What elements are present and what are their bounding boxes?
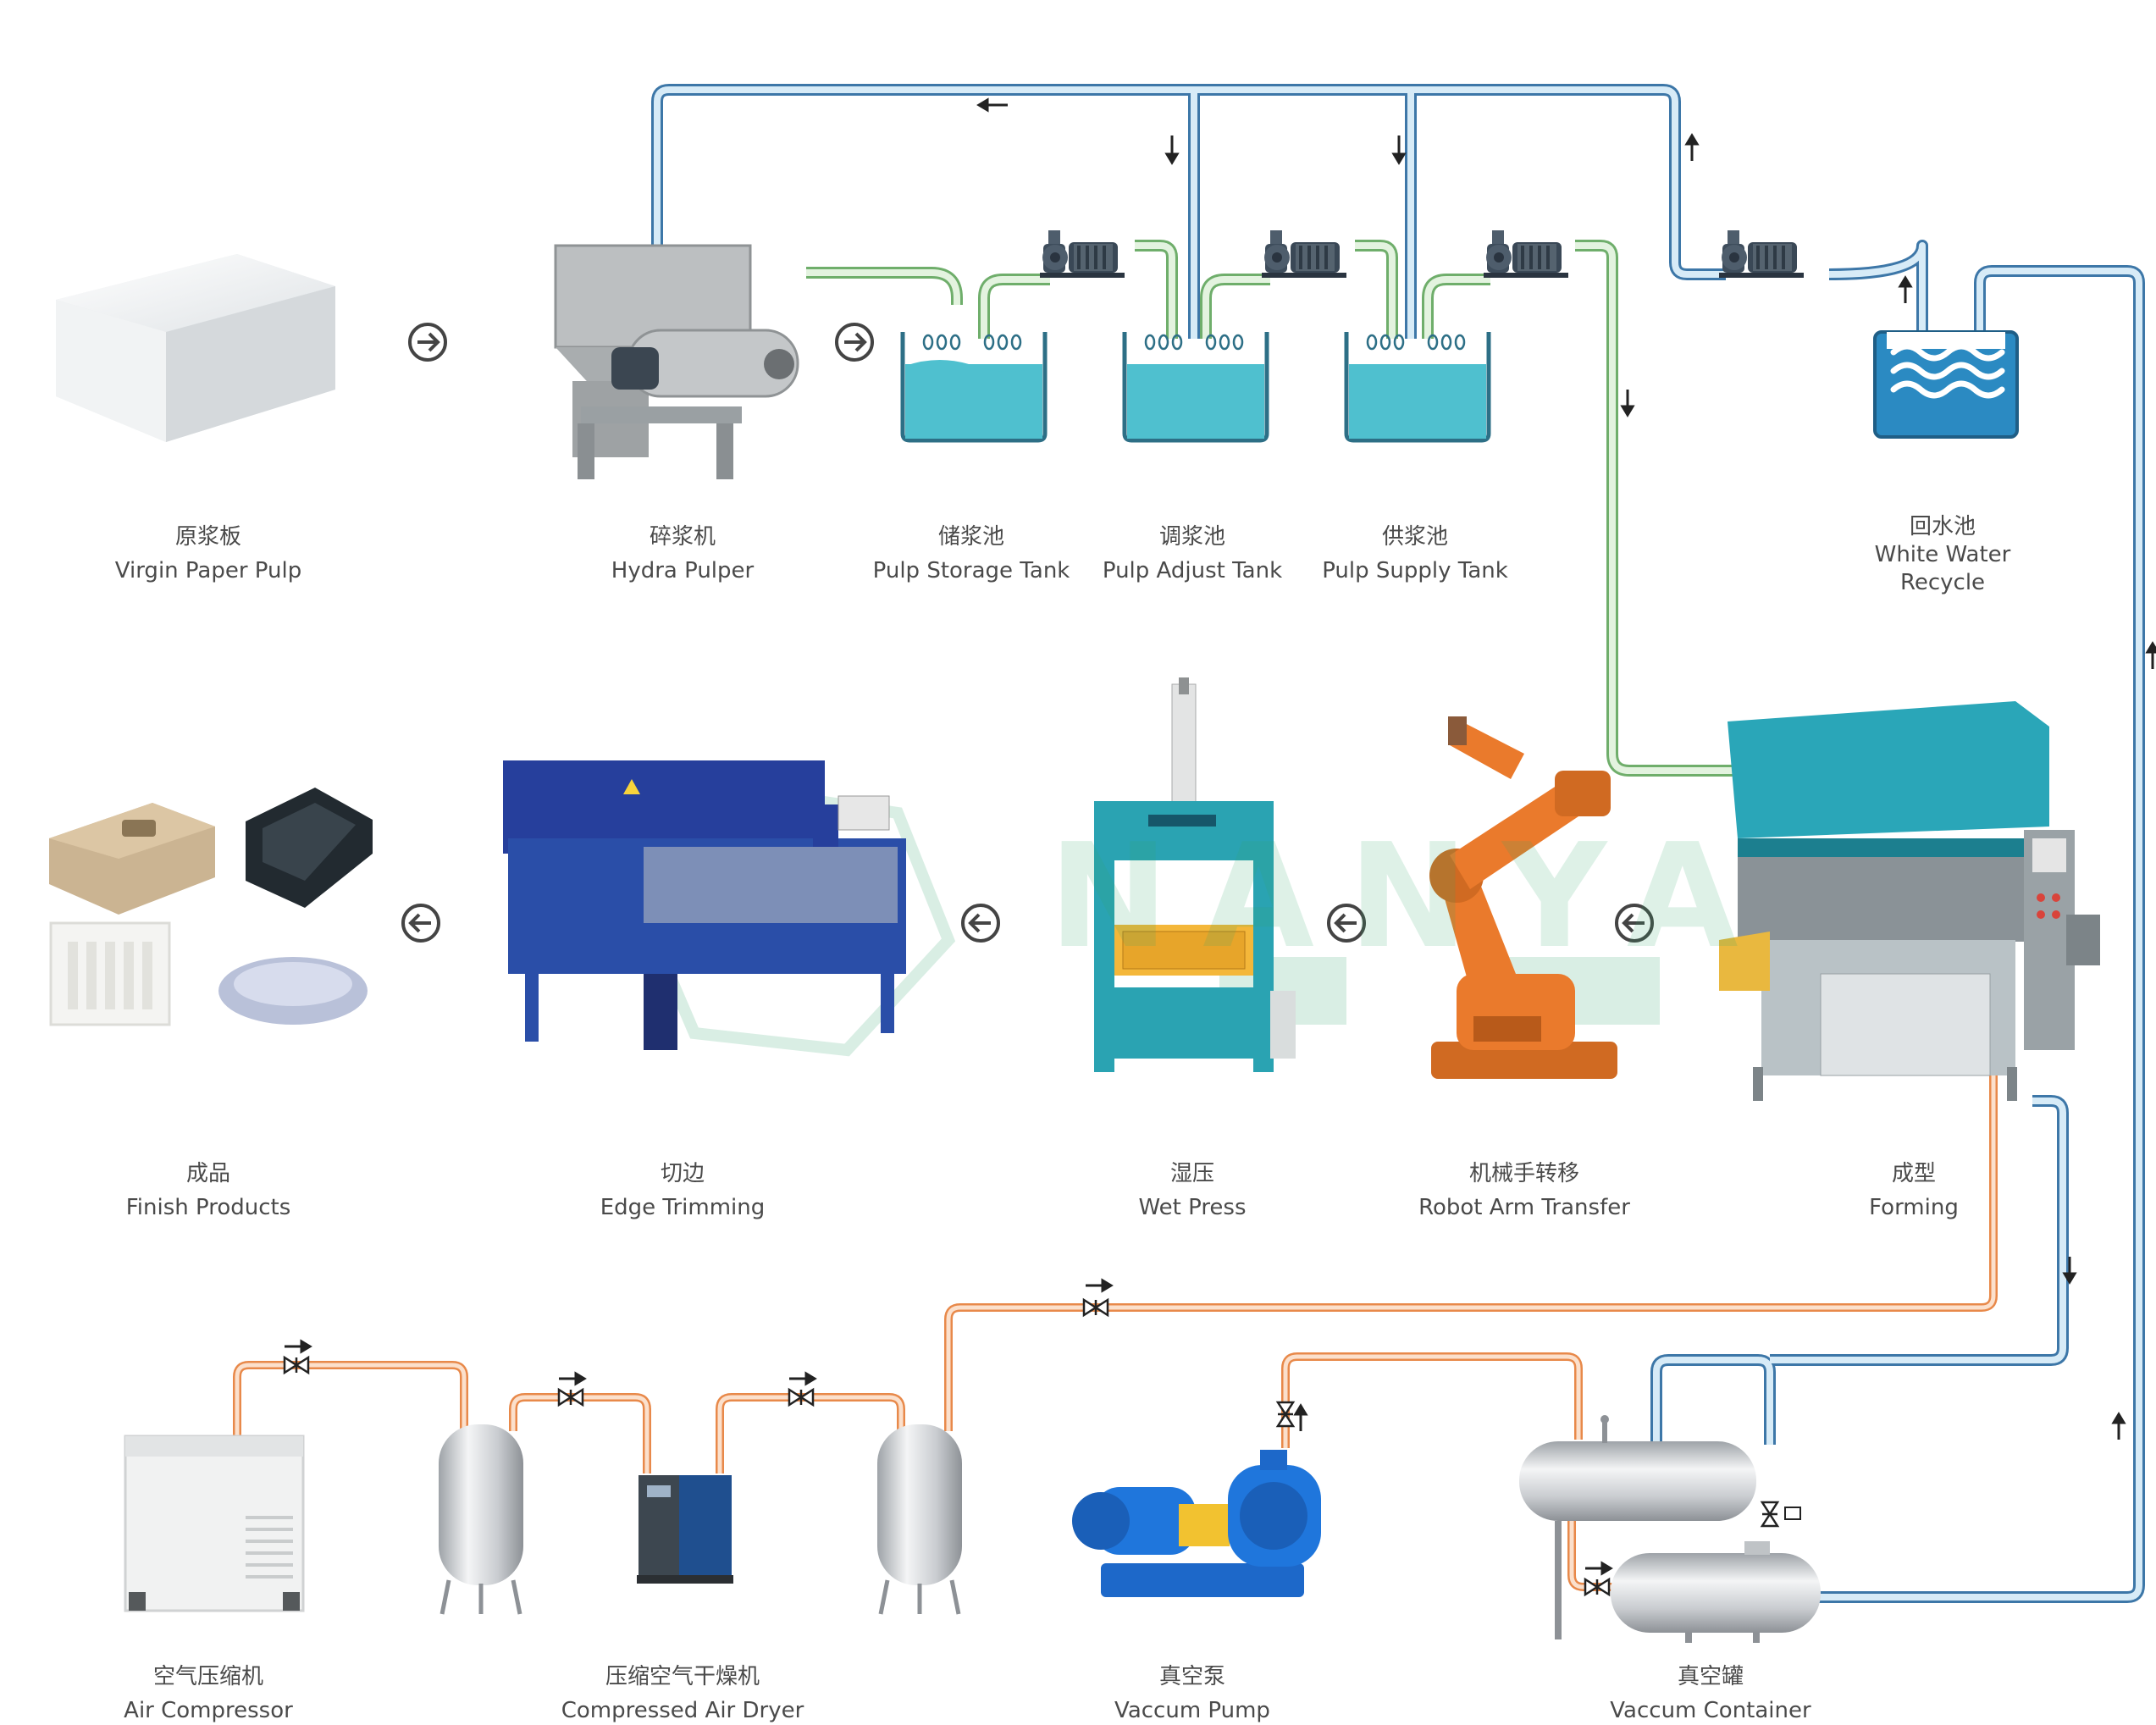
forming-machine-image (1719, 701, 2100, 1101)
pulp-storage-tank-icon (900, 332, 1048, 443)
label-cn: 原浆板 (174, 524, 241, 550)
label-hydra-pulper: 碎浆机 Hydra Pulper (556, 520, 810, 588)
label-en: Finish Products (125, 1195, 291, 1220)
virgin-paper-pulp-image (56, 254, 335, 442)
label-en: Air Compressor (124, 1698, 293, 1723)
label-pulp-storage-tank: 储浆池 Pulp Storage Tank (849, 520, 1094, 588)
label-cn: 供浆池 (1381, 524, 1448, 550)
label-cn: 成品 (185, 1161, 230, 1186)
white-water-recycle-tank-icon (1873, 330, 2019, 439)
label-pulp-adjust-tank: 调浆池 Pulp Adjust Tank (1074, 520, 1311, 588)
robot-arm-image (1429, 716, 1617, 1079)
valve-icon (1276, 1401, 1295, 1428)
valve-icon (1082, 1298, 1109, 1317)
label-en: Edge Trimming (600, 1195, 766, 1220)
label-cn: 成型 (1891, 1161, 1936, 1186)
valve-icon (557, 1388, 584, 1407)
pulp-supply-tank-icon (1344, 332, 1491, 443)
flow-arrow-right-icon (835, 323, 874, 362)
air-storage-tank-2-image (877, 1424, 962, 1615)
label-compressed-air-dryer: 压缩空气干燥机 Compressed Air Dryer (539, 1660, 826, 1725)
vacuum-container-image (1519, 1415, 1821, 1643)
valve-icon (283, 1356, 310, 1374)
compressed-air-dryer-image (637, 1475, 733, 1584)
label-cn: 真空罐 (1677, 1664, 1744, 1689)
label-en: Virgin Paper Pulp (114, 558, 302, 583)
pump-icon (1484, 230, 1568, 278)
label-en: Pulp Supply Tank (1322, 558, 1508, 583)
label-white-water-recycle: 回水池 White Water Recycle (1849, 513, 2036, 597)
pump-icon (1262, 230, 1346, 278)
label-cn: 压缩空气干燥机 (605, 1664, 760, 1689)
label-virgin-paper-pulp: 原浆板 Virgin Paper Pulp (81, 520, 335, 588)
flow-arrow-left-icon (961, 904, 1000, 943)
label-en: Vaccum Pump (1114, 1698, 1270, 1723)
label-en: Compressed Air Dryer (561, 1698, 804, 1723)
air-compressor-image (124, 1435, 305, 1612)
flow-arrow-right-icon (408, 323, 447, 362)
label-en: Robot Arm Transfer (1418, 1195, 1630, 1220)
label-vaccum-pump: 真空泵 Vaccum Pump (1074, 1660, 1311, 1725)
flow-arrow-left-icon (1615, 904, 1654, 943)
flow-arrow-left-icon (401, 904, 440, 943)
label-finish-products: 成品 Finish Products (81, 1157, 335, 1225)
label-vaccum-container: 真空罐 Vaccum Container (1575, 1660, 1846, 1725)
label-cn: 机械手转移 (1468, 1161, 1579, 1186)
vacuum-pump-image (1072, 1450, 1321, 1597)
label-cn: 调浆池 (1158, 524, 1225, 550)
label-en: Vaccum Container (1610, 1698, 1811, 1723)
label-en: White Water Recycle (1874, 542, 2011, 595)
label-en: Hydra Pulper (611, 558, 755, 583)
pump-icon (1719, 230, 1804, 278)
label-air-compressor: 空气压缩机 Air Compressor (81, 1660, 335, 1725)
label-cn: 储浆池 (937, 524, 1004, 550)
watermark-text: NANYA (1048, 813, 1772, 981)
flow-arrow-left-icon (1327, 904, 1366, 943)
label-edge-trimming: 切边 Edge Trimming (556, 1157, 810, 1225)
label-wet-press: 湿压 Wet Press (1074, 1157, 1311, 1225)
valve-icon (1761, 1501, 1779, 1528)
label-pulp-supply-tank: 供浆池 Pulp Supply Tank (1292, 520, 1538, 588)
label-en: Wet Press (1138, 1195, 1247, 1220)
label-cn: 回水池 (1909, 514, 1976, 539)
label-cn: 切边 (660, 1161, 705, 1186)
valve-icon (788, 1388, 815, 1407)
label-forming: 成型 Forming (1795, 1157, 2032, 1225)
wet-press-image (1094, 677, 1296, 1072)
gauge-icon (1784, 1507, 1801, 1520)
finish-products-image (49, 788, 373, 1026)
label-en: Pulp Adjust Tank (1102, 558, 1283, 583)
air-storage-tank-1-image (439, 1424, 523, 1615)
pump-icon (1040, 230, 1125, 278)
label-cn: 真空泵 (1158, 1664, 1225, 1689)
label-robot-arm-transfer: 机械手转移 Robot Arm Transfer (1389, 1157, 1660, 1225)
valve-icon (1584, 1578, 1611, 1596)
label-cn: 空气压缩机 (152, 1664, 263, 1689)
label-cn: 碎浆机 (649, 524, 716, 550)
pulp-adjust-tank-icon (1122, 332, 1269, 443)
edge-trimming-machine-image (503, 760, 906, 1050)
label-en: Forming (1869, 1195, 1959, 1220)
label-cn: 湿压 (1169, 1161, 1214, 1186)
flow-direction-arrows (285, 97, 2156, 1576)
label-en: Pulp Storage Tank (872, 558, 1070, 583)
hydra-pulper-image (554, 244, 799, 479)
